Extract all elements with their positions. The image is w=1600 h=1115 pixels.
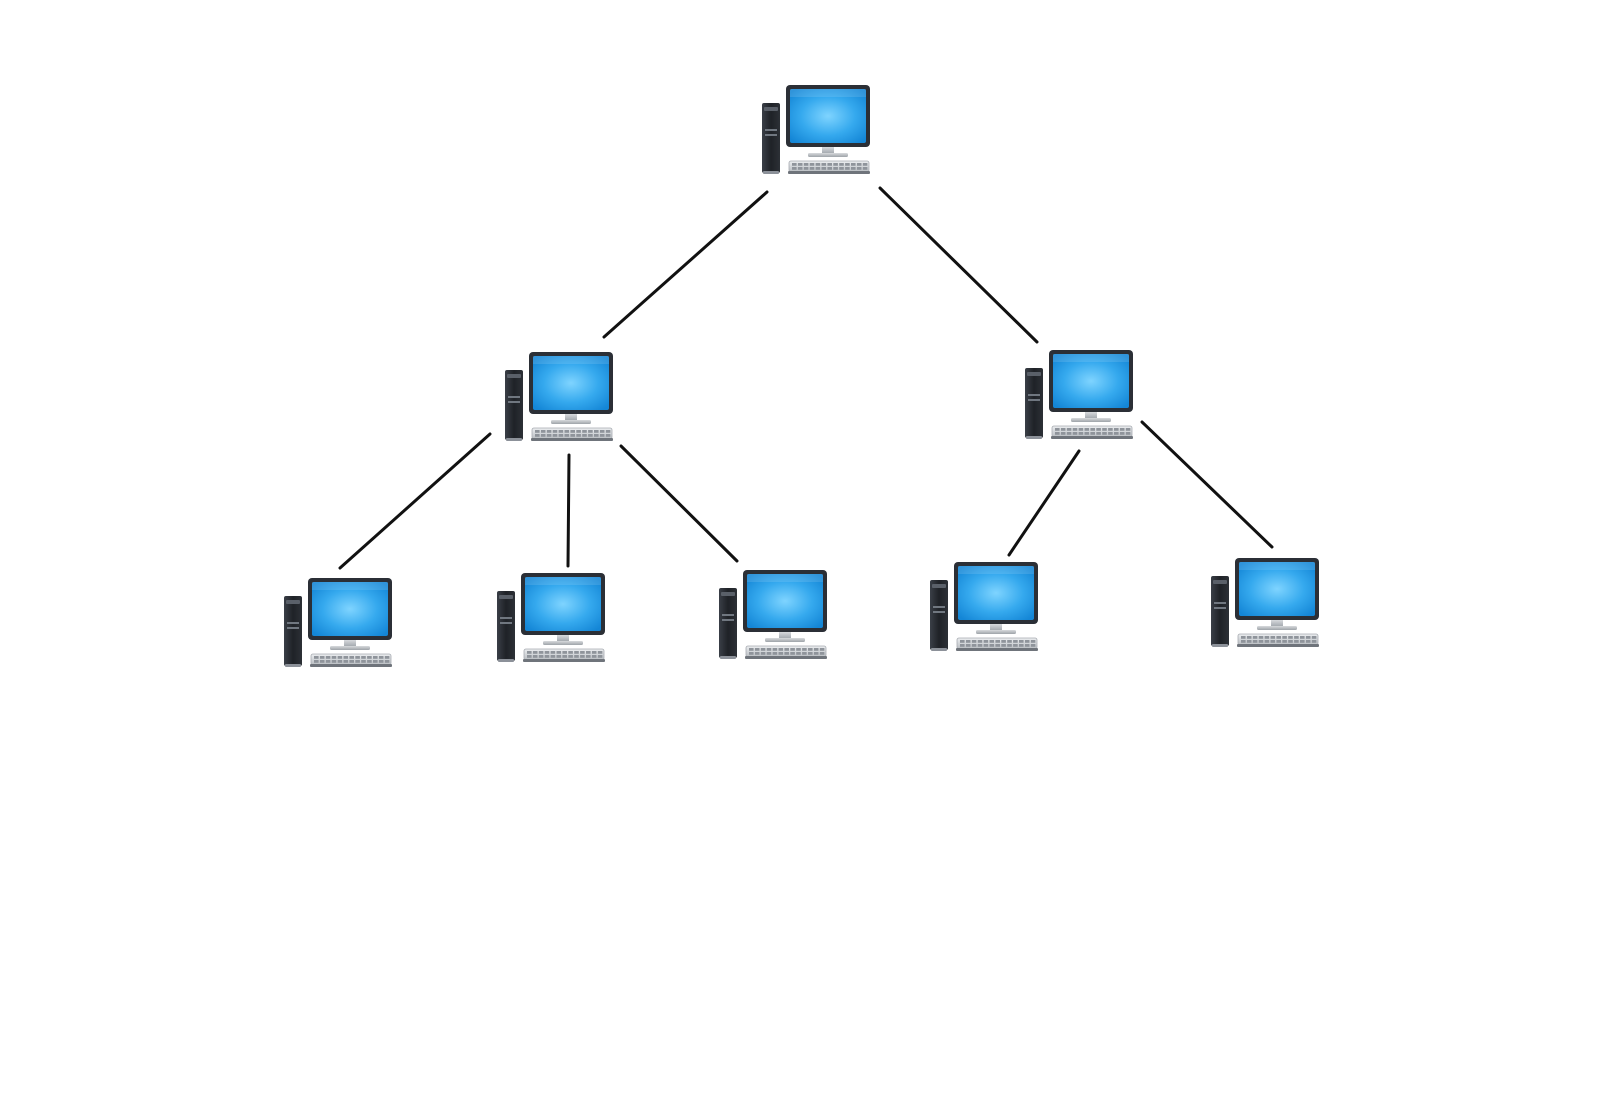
monitor-icon — [743, 570, 827, 642]
tower-icon — [1211, 576, 1229, 647]
computer-node-hub-right — [1025, 350, 1133, 439]
monitor-icon — [954, 562, 1038, 634]
keyboard-icon — [523, 648, 605, 662]
tower-icon — [284, 596, 302, 667]
monitor-icon — [1049, 350, 1133, 422]
nodes-layer — [284, 85, 1319, 667]
link-hub-left-leaf-3 — [619, 444, 739, 563]
computer-node-root — [762, 85, 870, 174]
keyboard-icon — [788, 160, 870, 174]
tower-icon — [719, 588, 737, 659]
monitor-icon — [786, 85, 870, 157]
link-root-hub-left — [602, 190, 769, 339]
keyboard-icon — [1237, 633, 1319, 647]
monitor-icon — [1235, 558, 1319, 630]
tower-icon — [930, 580, 948, 651]
link-hub-right-leaf-5 — [1140, 420, 1274, 549]
monitor-icon — [308, 578, 392, 650]
computer-node-hub-left — [505, 352, 613, 441]
tower-icon — [1025, 368, 1043, 439]
computer-node-leaf-4 — [930, 562, 1038, 651]
tower-icon — [762, 103, 780, 174]
computer-node-leaf-2 — [497, 573, 605, 662]
monitor-icon — [529, 352, 613, 424]
computer-node-leaf-3 — [719, 570, 827, 659]
computer-node-leaf-1 — [284, 578, 392, 667]
keyboard-icon — [531, 427, 613, 441]
links-layer — [338, 186, 1274, 570]
link-hub-left-leaf-1 — [338, 432, 492, 570]
link-hub-right-leaf-4 — [1007, 449, 1081, 557]
monitor-icon — [521, 573, 605, 645]
keyboard-icon — [310, 653, 392, 667]
link-hub-left-leaf-2 — [566, 453, 571, 568]
keyboard-icon — [745, 645, 827, 659]
keyboard-icon — [956, 637, 1038, 651]
keyboard-icon — [1051, 425, 1133, 439]
link-root-hub-right — [878, 186, 1039, 344]
computer-node-leaf-5 — [1211, 558, 1319, 647]
tower-icon — [505, 370, 523, 441]
tower-icon — [497, 591, 515, 662]
